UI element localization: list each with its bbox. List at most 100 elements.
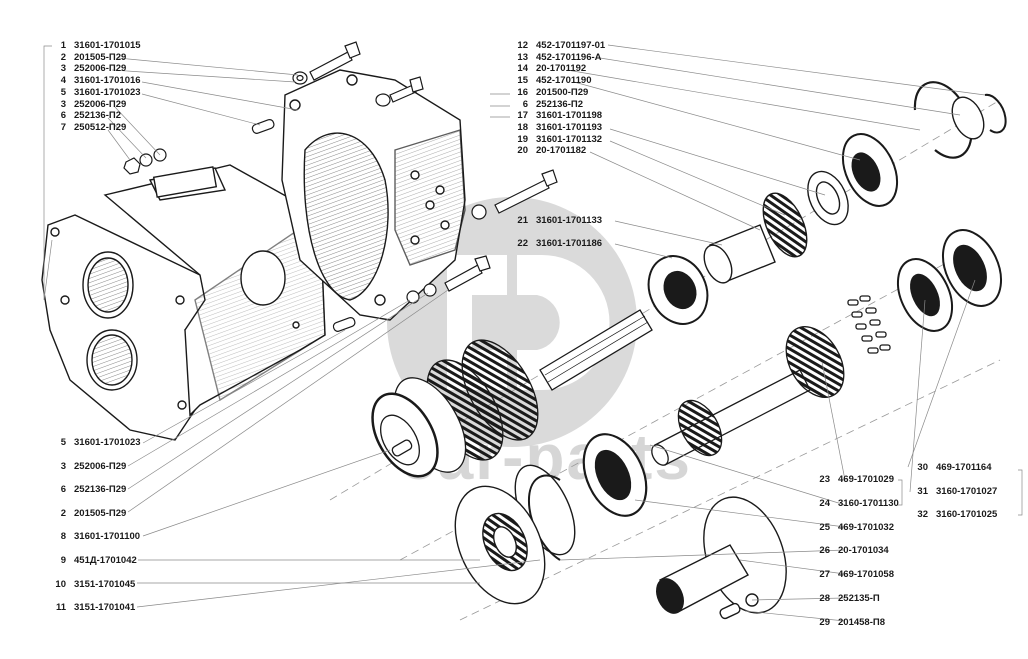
part-number: 9 xyxy=(60,555,66,566)
part-number: 3 xyxy=(60,98,66,110)
part-number: 26 xyxy=(819,545,830,557)
part-code: 31601-1701023 xyxy=(74,86,141,98)
part-code: 201505-П29 xyxy=(74,507,127,519)
part-number: 5 xyxy=(60,86,66,98)
part-number: 10 xyxy=(55,578,66,590)
part-code: 31601-1701193 xyxy=(536,121,603,133)
part-number: 24 xyxy=(819,497,830,509)
part-code: 31601-1701023 xyxy=(74,437,141,448)
part-number: 16 xyxy=(517,86,528,98)
part-number: 4 xyxy=(60,75,66,87)
part-label: 6 252136-П2 xyxy=(52,110,121,121)
part-label: 16 201500-П29 xyxy=(510,87,588,98)
part-label: 27 469-1701058 xyxy=(812,569,894,580)
part-label: 13 452-1701196-А xyxy=(510,51,602,63)
part-code: 201458-П8 xyxy=(838,616,885,628)
part-label: 8 31601-1701100 xyxy=(52,531,140,542)
part-code: 252006-П29 xyxy=(74,460,127,472)
part-label: 28 252135-П xyxy=(812,593,880,604)
part-label: 29 201458-П8 xyxy=(812,617,885,628)
part-number: 17 xyxy=(517,110,528,122)
part-label: 2 201505-П29 xyxy=(52,51,127,63)
part-number: 13 xyxy=(517,51,528,63)
part-label: 19 31601-1701132 xyxy=(510,134,602,145)
part-label: 3 252006-П29 xyxy=(52,460,127,472)
part-number: 12 xyxy=(517,40,528,51)
part-code: 31601-1701198 xyxy=(536,110,603,122)
part-label: 17 31601-1701198 xyxy=(510,110,602,121)
part-code: 252136-П2 xyxy=(536,98,583,110)
part-number: 3 xyxy=(60,460,66,472)
part-number: 18 xyxy=(517,121,528,133)
part-code: 20-1701192 xyxy=(536,63,587,75)
part-code: 20-1701034 xyxy=(838,545,889,557)
part-code: 250512-П29 xyxy=(74,121,127,133)
part-code: 31601-1701132 xyxy=(536,133,603,145)
part-number: 15 xyxy=(517,75,528,87)
bolts-washers xyxy=(123,41,558,332)
part-label: 3 252006-П29 xyxy=(52,98,127,110)
part-code: 31601-1701015 xyxy=(74,40,141,51)
leader-lines xyxy=(43,44,1023,622)
part-number: 14 xyxy=(517,63,528,75)
part-number: 11 xyxy=(55,602,66,614)
part-label: 15 452-1701190 xyxy=(510,75,591,86)
part-code: 3151-1701041 xyxy=(74,602,136,614)
part-label: 5 31601-1701023 xyxy=(52,87,141,98)
part-code: 252135-П xyxy=(838,593,880,604)
part-code: 452-1701190 xyxy=(536,75,592,87)
part-number: 28 xyxy=(819,593,830,604)
part-number: 30 xyxy=(917,462,928,473)
part-number: 31 xyxy=(917,485,928,497)
part-label: 11 3151-1701041 xyxy=(52,602,135,613)
part-number: 2 xyxy=(60,51,66,63)
part-number: 8 xyxy=(60,531,66,543)
needle-rollers xyxy=(847,295,891,354)
part-code: 252006-П29 xyxy=(74,98,127,110)
main-shaft-gears xyxy=(371,309,653,478)
housing-cover xyxy=(281,69,466,321)
part-code: 20-1701182 xyxy=(536,145,587,157)
upper-shaft-parts xyxy=(647,81,1007,325)
part-code: 469-1701164 xyxy=(936,462,992,473)
part-number: 6 xyxy=(522,98,528,110)
part-number: 19 xyxy=(517,133,528,145)
part-number: 23 xyxy=(819,474,830,485)
part-code: 201500-П29 xyxy=(536,86,589,98)
part-code: 201505-П29 xyxy=(74,51,127,63)
part-code: 469-1701058 xyxy=(838,569,894,581)
part-code: 452-1701197-01 xyxy=(536,40,606,51)
part-code: 31601-1701100 xyxy=(74,531,141,543)
part-number: 25 xyxy=(819,521,830,533)
part-number: 29 xyxy=(819,616,830,628)
part-number: 27 xyxy=(819,569,830,581)
part-label: 18 31601-1701193 xyxy=(510,122,602,133)
part-number: 21 xyxy=(517,215,528,226)
part-number: 3 xyxy=(60,63,66,75)
intermediate-shaft xyxy=(651,229,1003,466)
part-label: 12 452-1701197-01 xyxy=(510,40,605,51)
part-number: 22 xyxy=(517,238,528,249)
part-number: 6 xyxy=(60,110,66,122)
part-code: 252136-П2 xyxy=(74,110,121,122)
part-code: 252136-П29 xyxy=(74,484,127,496)
part-label: 30 469-1701164 xyxy=(910,462,991,473)
part-label: 26 20-1701034 xyxy=(812,545,889,557)
part-number: 2 xyxy=(60,507,66,519)
part-code: 452-1701196-А xyxy=(536,51,602,63)
